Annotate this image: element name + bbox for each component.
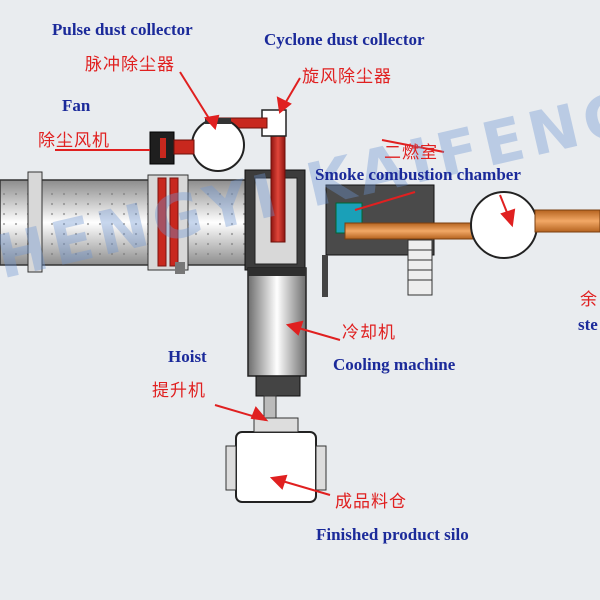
fan-label-cn: 除尘风机 (38, 126, 110, 151)
secondary-combustion-drum (471, 192, 600, 258)
fan-label-en: Fan (62, 96, 90, 116)
dust-fan (150, 132, 194, 164)
secondary-chamber-label-cn: 二燃室 (384, 138, 438, 163)
edge-label-en: ste (578, 315, 598, 335)
cooling-machine-label-en: Cooling machine (333, 355, 455, 375)
smoke-combustion-chamber-label-en: Smoke combustion chamber (315, 165, 521, 185)
pulse-dust-collector-label-en: Pulse dust collector (52, 20, 193, 40)
pulse-dust-collector-label-cn: 脉冲除尘器 (85, 50, 175, 75)
finished-silo-label-cn: 成品料仓 (335, 487, 407, 512)
cyclone-dust-collector-label-en: Cyclone dust collector (264, 30, 425, 50)
hoist-label-cn: 提升机 (152, 376, 206, 401)
pulse-dust-collector (192, 118, 244, 171)
cooling-machine (248, 268, 306, 422)
cyclone-dust-collector-label-cn: 旋风除尘器 (302, 62, 392, 87)
finished-silo-label-en: Finished product silo (316, 525, 469, 545)
hoist-label-en: Hoist (168, 347, 207, 367)
edge-label-cn: 余 (580, 285, 598, 310)
cooling-machine-label-cn: 冷却机 (342, 318, 396, 343)
